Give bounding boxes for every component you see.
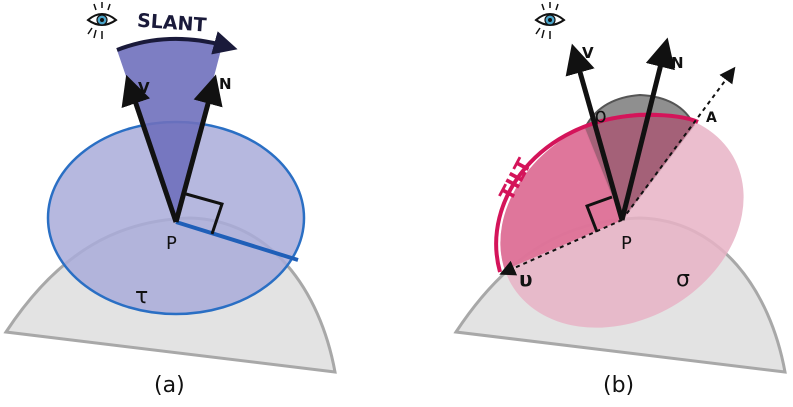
- label-v: V: [138, 79, 150, 97]
- view-vector-v: [565, 43, 625, 221]
- label-v: V: [582, 44, 594, 62]
- right-angle-mark: [585, 195, 613, 233]
- caption-b: (b): [603, 373, 634, 398]
- label-p: P: [621, 233, 632, 254]
- label-p: P: [166, 233, 177, 254]
- label-rho: ρ: [594, 103, 607, 127]
- eye-icon: [534, 2, 566, 39]
- tilt-edge-arc: [494, 112, 699, 273]
- panel-a: SLANT V N P τ (a): [3, 2, 337, 398]
- normal-vector-n: [619, 37, 675, 221]
- label-a: A: [706, 110, 717, 126]
- eye-icon: [86, 2, 118, 39]
- slant-title: SLANT: [136, 10, 207, 37]
- caption-a: (a): [154, 373, 185, 398]
- slant-arc: [116, 31, 238, 55]
- axis-upsilon: [499, 219, 623, 276]
- normal-vector-n: [173, 74, 223, 223]
- axis-a: [621, 66, 736, 221]
- view-vector-v: [121, 74, 179, 223]
- label-tau: τ: [135, 284, 148, 309]
- label-sigma: σ: [676, 267, 690, 292]
- right-angle-mark: [185, 192, 224, 235]
- label-n: N: [219, 75, 232, 93]
- tilt-axis-line: [175, 220, 299, 262]
- label-upsilon: υ: [519, 267, 533, 291]
- panel-b: TILT V N A P ρ σ υ (b): [453, 2, 787, 398]
- label-n: N: [671, 54, 684, 72]
